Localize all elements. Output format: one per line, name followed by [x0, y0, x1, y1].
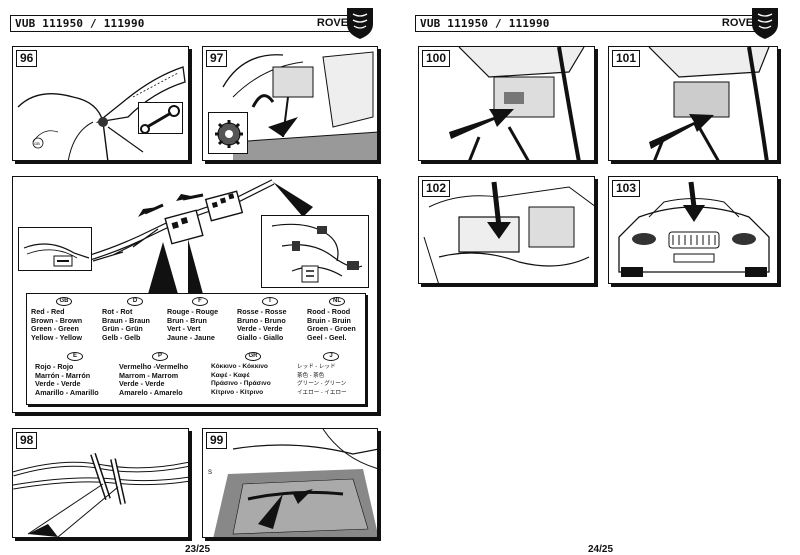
step-96-number: 96: [16, 50, 38, 67]
left-header-title: VUB 111950 / 111990: [15, 17, 145, 30]
wrench-icon: [140, 105, 180, 134]
legend-nl: NL Rood - Rood Bruin - Bruin Groen - Gro…: [307, 297, 367, 342]
legend-j: J レッド - レッド 茶色 - 茶色 グリーン - グリーン イエロー - イ…: [297, 352, 365, 397]
left-header-brand: ROVER: [316, 17, 356, 29]
legend-line: Καφέ - Καφέ: [211, 371, 250, 379]
legend-d: D Rot - Rot Braun - Braun Grün - Grün Ge…: [102, 297, 168, 342]
step-102-panel: 102: [418, 176, 595, 284]
cable-inset: [18, 227, 92, 271]
legend-line: Giallo - Giallo: [237, 332, 284, 342]
legend-line: Verde - Verde: [119, 379, 165, 389]
legend-line: Κόκκινο - Κόκκινο: [211, 363, 268, 370]
legend-line: Rouge - Rouge: [167, 307, 219, 316]
legend-line: Πράσινο - Πράσινο: [211, 380, 271, 388]
legend-line: Brown - Brown: [31, 315, 83, 325]
legend-d-code: D: [127, 297, 143, 306]
legend-gb-code: GB: [56, 297, 72, 306]
legend-line: Gelb - Gelb: [102, 332, 141, 342]
step-96-panel: 96 GB: [12, 46, 189, 161]
legend-f: F Rouge - Rouge Brun - Brun Vert - Vert …: [167, 297, 233, 342]
legend-line: Rojo - Rojo: [35, 362, 74, 371]
legend-i-code: I: [262, 297, 278, 306]
step-103-number: 103: [612, 180, 641, 197]
rover-shield-logo-icon: [347, 8, 373, 39]
gear-callout: [208, 112, 248, 154]
legend-line: Bruin - Bruin: [307, 315, 351, 325]
legend-line: Jaune - Jaune: [167, 332, 215, 342]
legend-e-code: E: [67, 352, 83, 361]
legend-line: Rood - Rood: [307, 307, 351, 316]
legend-line: Verde - Verde: [237, 324, 283, 334]
step-103-panel: 103: [608, 176, 778, 284]
legend-line: Vermelho -Vermelho: [119, 362, 189, 371]
legend-line: Geel - Geel.: [307, 332, 347, 342]
step-101-panel: 101: [608, 46, 778, 161]
legend-line: グリーン - グリーン: [297, 381, 347, 388]
legend-line: レッド - レッド: [297, 364, 336, 370]
legend-nl-code: NL: [329, 297, 345, 306]
legend-gr: GR Κόκκινο - Κόκκινο Καφέ - Καφέ Πράσινο…: [211, 352, 295, 397]
legend-line: Marrón - Marrón: [35, 370, 91, 380]
legend-line: Groen - Groen: [307, 324, 356, 334]
legend-f-code: F: [192, 297, 208, 306]
wire-color-legend: GB Red - Red Brown - Brown Green - Green…: [26, 293, 366, 405]
right-page-number: 24/25: [588, 544, 614, 555]
legend-p-code: P: [152, 352, 168, 361]
left-page-number: 23/25: [185, 544, 211, 555]
svg-text:GB: GB: [34, 141, 40, 146]
gear-icon: [215, 120, 243, 148]
legend-line: Yellow - Yellow: [31, 332, 82, 342]
legend-p: P Vermelho -Vermelho Marrom - Marrom Ver…: [119, 352, 201, 397]
step-99-number: 99: [206, 432, 228, 449]
legend-line: Amarillo - Amarillo: [35, 387, 99, 397]
left-page-header: VUB 111950 / 111990 ROVER: [10, 15, 370, 32]
legend-e: E Rojo - Rojo Marrón - Marrón Verde - Ve…: [35, 352, 115, 397]
legend-line: Rot - Rot: [102, 307, 133, 316]
legend-gb: GB Red - Red Brown - Brown Green - Green…: [31, 297, 97, 342]
rover-shield-logo-icon: [752, 8, 778, 39]
step-98-number: 98: [16, 432, 38, 449]
legend-line: 茶色 - 茶色: [297, 372, 325, 379]
harness-inset: [261, 215, 369, 288]
step-97-number: 97: [206, 50, 228, 67]
svg-text:S: S: [208, 470, 212, 476]
right-page-header: VUB 111950 / 111990 ROVER: [415, 15, 775, 32]
legend-line: Grün - Grün: [102, 324, 143, 334]
right-header-brand: ROVER: [721, 17, 761, 29]
step-97-panel: 97: [202, 46, 378, 161]
step-100-number: 100: [422, 50, 451, 67]
step-99-panel: 99 S: [202, 428, 378, 538]
legend-line: Brun - Brun: [167, 315, 207, 325]
legend-line: イエロー - イエロー: [297, 389, 347, 396]
legend-line: Braun - Braun: [102, 315, 150, 325]
legend-line: Marrom - Marrom: [119, 370, 179, 380]
legend-line: Rosse - Rosse: [237, 307, 287, 316]
legend-gr-code: GR: [245, 352, 261, 361]
step-102-number: 102: [422, 180, 451, 197]
right-header-title: VUB 111950 / 111990: [420, 17, 550, 30]
step-101-number: 101: [612, 50, 641, 67]
legend-line: Bruno - Bruno: [237, 315, 286, 325]
wrench-callout: [138, 102, 183, 134]
legend-line: Amarelo - Amarelo: [119, 387, 183, 397]
legend-i: I Rosse - Rosse Bruno - Bruno Verde - Ve…: [237, 297, 303, 342]
legend-j-code: J: [323, 352, 339, 361]
legend-line: Κίτρινο - Κίτρινο: [211, 388, 264, 396]
legend-line: Vert - Vert: [167, 324, 201, 334]
legend-line: Verde - Verde: [35, 379, 81, 389]
legend-line: Red - Red: [31, 307, 65, 316]
legend-line: Green - Green: [31, 324, 79, 334]
step-98-panel: 98: [12, 428, 189, 538]
step-100-panel: 100: [418, 46, 595, 161]
